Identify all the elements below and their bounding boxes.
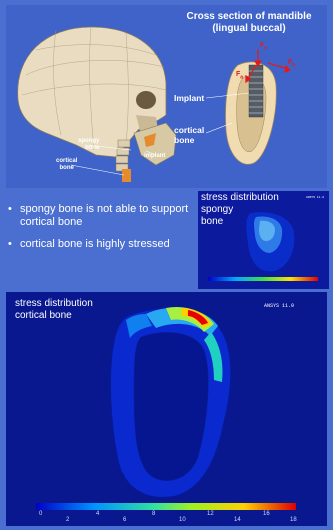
cortical-stress-plot: [6, 292, 327, 526]
bullet-item: •spongy bone is not able to support cort…: [8, 203, 193, 229]
figure-mandible-model: Cross section of mandible (lingual bucca…: [6, 5, 327, 188]
colorbar-tick: 6: [123, 517, 126, 523]
cortical-bone-label: cortical bone: [174, 125, 204, 145]
spongy-ansys-label: ANSYS 11.0: [306, 196, 324, 199]
colorbar-tick: 4: [96, 511, 99, 517]
force-label-a: Fa: [236, 71, 243, 80]
colorbar-tick: 8: [152, 511, 155, 517]
bullet-text: spongy bone is not able to support corti…: [20, 203, 188, 228]
spongy-stress-figure: stress distribution spongy bone ANSYS 11…: [198, 191, 329, 289]
colorbar-tick: 2: [66, 517, 69, 523]
force-label-v: Fv: [260, 42, 267, 51]
cross-section-title: Cross section of mandible (lingual bucca…: [174, 11, 324, 35]
force-label-h: Fh: [288, 59, 295, 68]
colorbar-tick: 14: [234, 517, 241, 523]
implant-label: Implant: [174, 93, 204, 103]
colorbar-tick: 10: [179, 517, 186, 523]
colorbar-tick: 18: [290, 517, 297, 523]
colorbar-tick: 16: [263, 511, 270, 517]
cortical-bone-small-label: cortical bone: [56, 158, 77, 172]
bullet-text: cortical bone is highly stressed: [20, 238, 170, 250]
spongy-panel-title: stress distribution spongy bone: [201, 192, 279, 228]
colorbar-tick: 12: [207, 511, 214, 517]
spongy-bone-small-label: spongy bone: [78, 138, 99, 152]
colorbar-tick: 0: [39, 511, 42, 517]
cortical-panel-title: stress distribution cortical bone: [15, 298, 93, 322]
cortical-stress-figure: stress distribution cortical bone ANSYS …: [6, 292, 327, 526]
implant-small-label: implant: [144, 153, 165, 160]
cortical-ansys-label: ANSYS 11.0: [264, 303, 294, 309]
bullet-list: •spongy bone is not able to support cort…: [8, 203, 193, 260]
bullet-item: •cortical bone is highly stressed: [8, 238, 193, 251]
